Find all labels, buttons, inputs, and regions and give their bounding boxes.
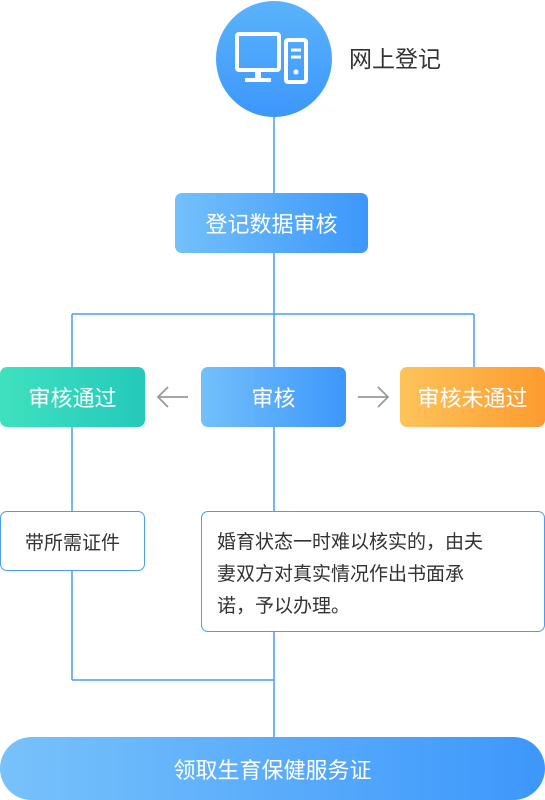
unverifiable-note-line-1: 婚育状态一时难以核实的，由夫 bbox=[217, 531, 484, 553]
docs-note: 带所需证件 bbox=[0, 511, 145, 571]
arrow-right-icon bbox=[358, 386, 390, 408]
unverifiable-note-line-3: 诺，予以办理。 bbox=[217, 595, 351, 617]
start-node bbox=[216, 1, 332, 117]
review-node: 登记数据审核 bbox=[175, 193, 368, 253]
center-node: 审核 bbox=[201, 367, 346, 427]
unverifiable-note: 婚育状态一时难以核实的，由夫 妻双方对真实情况作出书面承 诺，予以办理。 bbox=[201, 511, 545, 632]
failed-node: 审核未通过 bbox=[400, 367, 545, 427]
final-node: 领取生育保健服务证 bbox=[0, 737, 545, 800]
computer-icon bbox=[235, 32, 308, 84]
passed-label: 审核通过 bbox=[28, 387, 117, 412]
center-label: 审核 bbox=[251, 387, 296, 412]
failed-label: 审核未通过 bbox=[417, 387, 528, 412]
review-label: 登记数据审核 bbox=[205, 213, 338, 238]
start-label: 网上登记 bbox=[349, 47, 441, 73]
arrow-left-icon bbox=[156, 386, 188, 408]
final-label: 领取生育保健服务证 bbox=[173, 758, 372, 784]
docs-note-text: 带所需证件 bbox=[24, 531, 120, 554]
passed-node: 审核通过 bbox=[0, 367, 145, 427]
unverifiable-note-line-2: 妻双方对真实情况作出书面承 bbox=[217, 563, 465, 585]
